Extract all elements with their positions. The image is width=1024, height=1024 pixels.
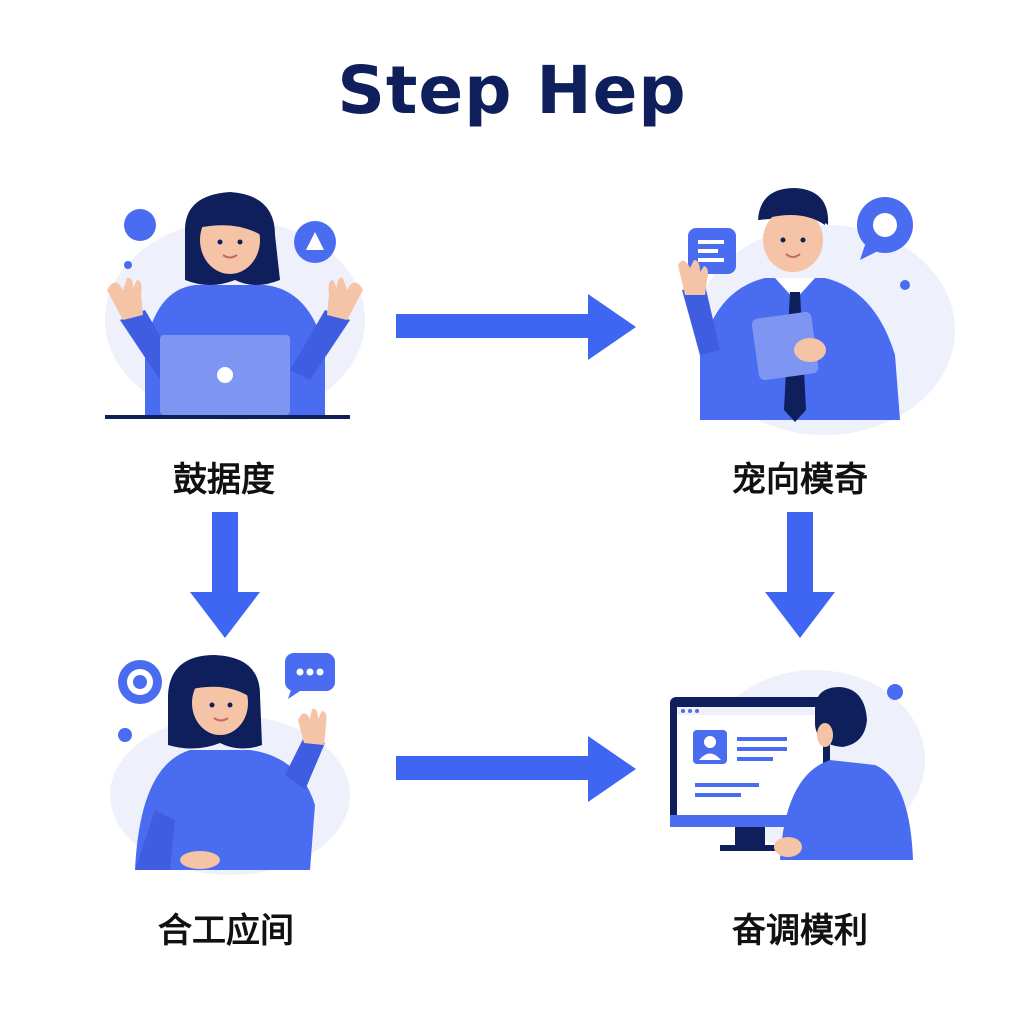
- step-3-illustration: [100, 645, 400, 945]
- step-4-illustration: [665, 665, 965, 965]
- arrow-step1-to-step2: [396, 294, 636, 360]
- tablet-icon: [751, 311, 819, 381]
- step-1-illustration: [85, 180, 385, 480]
- step-4-label: 奋调模利: [732, 911, 868, 951]
- step-2-illustration: [660, 180, 960, 480]
- arrow-step2-to-step4: [765, 512, 835, 638]
- diagram-title: Step Hep: [337, 52, 687, 129]
- step-3-label: 合工应间: [158, 911, 294, 951]
- decor-dot-icon: [124, 209, 156, 241]
- arrow-step3-to-step4: [396, 736, 636, 802]
- step-2-label: 宠向模奇: [732, 460, 868, 500]
- step-1-label: 鼓据度: [173, 460, 275, 500]
- arrow-step1-to-step3: [190, 512, 260, 638]
